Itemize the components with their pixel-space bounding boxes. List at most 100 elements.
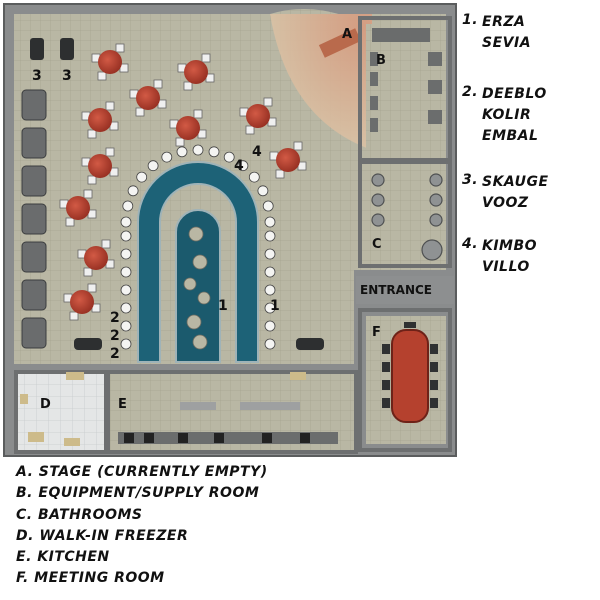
- round-table: [239, 97, 277, 135]
- area-letter-b: B: [376, 53, 386, 68]
- pool-water: [137, 161, 259, 363]
- character-name-line: SEVIA: [482, 35, 532, 51]
- round-table: [81, 101, 119, 139]
- bar-stool: [120, 302, 132, 314]
- parked-vehicles: [30, 38, 324, 350]
- bar-stool: [120, 320, 132, 332]
- bar-stool: [120, 230, 132, 242]
- character-number: 1.: [462, 12, 479, 28]
- key-entry-f: F. MEETING ROOM: [16, 568, 456, 589]
- key-entry-d: D. WALK-IN FREEZER: [16, 526, 456, 547]
- round-table: [81, 147, 119, 185]
- key-entry-e: E. KITCHEN: [16, 547, 456, 568]
- bar-stool: [264, 284, 276, 296]
- room-key-legend: A. STAGE (CURRENTLY EMPTY) B. EQUIPMENT/…: [16, 462, 456, 590]
- position-marker-2: 2: [110, 346, 120, 362]
- position-marker-1: 1: [270, 298, 280, 314]
- left-booths: [21, 89, 47, 349]
- round-table: [169, 109, 207, 147]
- bathroom-fixtures: [371, 173, 443, 261]
- character-name: KIMBO VILLO: [482, 236, 537, 278]
- bar-stool: [176, 146, 188, 158]
- bar-stool: [136, 171, 148, 183]
- bar-stool: [127, 185, 139, 197]
- kitchen-counters: [118, 402, 338, 444]
- character-name-line: VILLO: [482, 259, 530, 275]
- character-name-line: ERZA: [482, 14, 526, 30]
- position-marker-3: 3: [32, 68, 42, 84]
- key-letter: C.: [16, 506, 33, 523]
- bar-stool: [208, 146, 220, 158]
- bar-stool: [120, 216, 132, 228]
- position-marker-1: 1: [218, 298, 228, 314]
- entrance-label: ENTRANCE: [360, 283, 432, 297]
- position-marker-2: 2: [110, 310, 120, 326]
- bar-stool: [192, 144, 204, 156]
- room-f-wall: [358, 308, 452, 452]
- bar-stool: [264, 266, 276, 278]
- kitchen-crate: [290, 372, 306, 380]
- supply-crates: [370, 52, 442, 132]
- meeting-table: [391, 329, 429, 423]
- key-entry-b: B. EQUIPMENT/SUPPLY ROOM: [16, 483, 456, 504]
- stage-area: [270, 14, 372, 150]
- round-table: [59, 189, 97, 227]
- area-letter-e: E: [118, 397, 127, 412]
- kitchen-stoves: [124, 433, 310, 443]
- position-marker-2: 2: [110, 328, 120, 344]
- round-table: [91, 43, 129, 81]
- round-table: [77, 239, 115, 277]
- key-letter: F.: [16, 570, 29, 587]
- entrance-corridor: [356, 276, 454, 304]
- bar-stool: [264, 338, 276, 350]
- bar-stool: [120, 248, 132, 260]
- freezer-crates: [20, 372, 84, 446]
- bar-stool: [120, 284, 132, 296]
- bar-stool: [264, 216, 276, 228]
- character-name-line: EMBAL: [482, 128, 539, 144]
- key-letter: B.: [16, 485, 33, 502]
- round-table: [129, 79, 167, 117]
- room-c-wall: [358, 160, 452, 268]
- key-text: BATHROOMS: [37, 506, 143, 523]
- character-name-line: SKAUGE: [482, 174, 549, 190]
- area-letter-d: D: [40, 397, 51, 412]
- bar-stool: [257, 185, 269, 197]
- bar-stool: [264, 320, 276, 332]
- character-number: 4.: [462, 236, 479, 252]
- cantina-map: A B C D E F ENTRANCE 1 1 2 2 2 3 3 4 4: [3, 3, 457, 457]
- key-letter: D.: [16, 527, 34, 544]
- key-text: WALK-IN FREEZER: [39, 527, 189, 544]
- character-name-line: KOLIR: [482, 107, 532, 123]
- round-table: [63, 283, 101, 321]
- key-entry-c: C. BATHROOMS: [16, 505, 456, 526]
- character-name-line: KIMBO: [482, 238, 538, 254]
- bar-stool: [264, 302, 276, 314]
- character-number: 3.: [462, 172, 479, 188]
- bar-stool: [147, 160, 159, 172]
- key-letter: A.: [16, 464, 34, 480]
- key-text: STAGE (CURRENTLY EMPTY): [38, 464, 268, 480]
- area-letter-f: F: [372, 325, 381, 340]
- round-table: [177, 53, 215, 91]
- position-marker-3: 3: [62, 68, 72, 84]
- key-text: KITCHEN: [37, 549, 110, 566]
- key-letter: E.: [16, 549, 32, 566]
- key-entry-a: A. STAGE (CURRENTLY EMPTY): [16, 462, 456, 483]
- round-table: [269, 141, 307, 179]
- character-name-line: VOOZ: [482, 195, 529, 211]
- position-marker-4: 4: [234, 158, 244, 174]
- stage-debris: [318, 28, 362, 58]
- key-text: EQUIPMENT/SUPPLY ROOM: [38, 485, 260, 502]
- key-text: MEETING ROOM: [34, 570, 165, 587]
- meeting-chairs: [382, 322, 438, 408]
- character-name-line: DEEBLO: [482, 86, 547, 102]
- pool-rocks: [183, 226, 211, 350]
- bar-stool: [120, 338, 132, 350]
- character-name: ERZA SEVIA: [482, 12, 531, 54]
- supply-shelf: [372, 28, 430, 42]
- character-number: 2.: [462, 84, 479, 100]
- bar-stool: [223, 151, 235, 163]
- bar-stool: [264, 230, 276, 242]
- bar-stool: [248, 171, 260, 183]
